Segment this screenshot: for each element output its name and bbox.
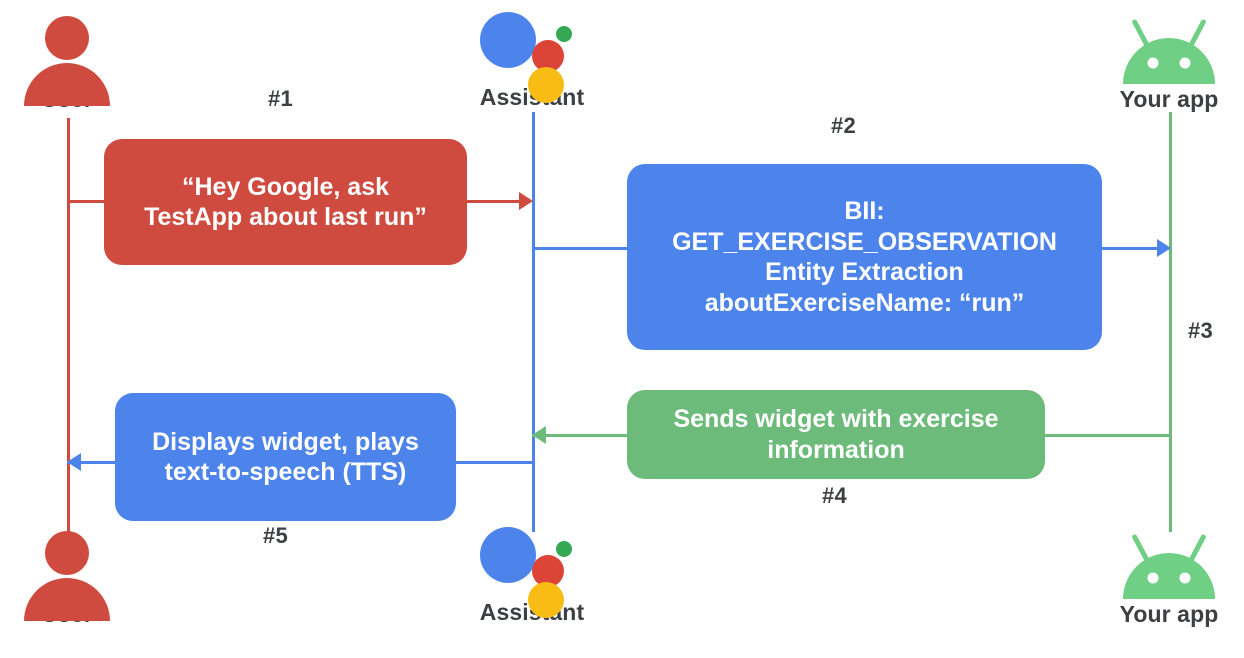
lifeline-assistant [532,112,535,532]
lifeline-user [67,118,70,538]
step-label-2: #2 [831,113,857,138]
message-2-line-3: Entity Extraction [765,258,964,286]
message-2-line-4: aboutExerciseName: “run” [704,288,1025,317]
actor-your-app-bottom: Your app [1089,521,1244,626]
message-5-line-1: Displays widget, plays [152,427,419,456]
message-box-2: BII: GET_EXERCISE_OBSERVATION Entity Ext… [627,164,1102,350]
message-4-line-1: Sends widget with exercise [673,405,999,433]
step-label-3: #3 [1188,318,1214,343]
google-assistant-icon [452,4,612,103]
message-5-line-2: text-to-speech (TTS) [164,458,407,486]
actor-assistant-bottom: Assistant [452,519,612,624]
arrow-head-5 [67,453,81,471]
actor-label-your-app-top: Your app [1119,86,1219,112]
step-label-5: #5 [263,523,289,548]
actor-assistant-top: Assistant [452,4,612,109]
android-icon [1123,19,1215,84]
arrow-head-1 [519,192,533,210]
arrow-head-4 [532,426,546,444]
step-label-1: #1 [268,86,294,111]
actor-user-bottom: User [0,521,147,626]
android-icon [1123,534,1215,599]
user-icon [0,6,147,106]
message-box-4: Sends widget with exercise information [627,390,1045,479]
message-4-line-2: information [767,435,905,464]
lifeline-your-app [1169,112,1172,532]
message-box-1: “Hey Google, ask TestApp about last run” [104,139,467,265]
message-box-5: Displays widget, plays text-to-speech (T… [115,393,456,521]
actor-label-your-app-bottom: Your app [1119,601,1219,627]
message-2-line-1: BII: [844,197,885,225]
step-label-4: #4 [822,483,848,508]
message-1-line-2: TestApp about last run” [144,203,427,231]
actor-your-app-top: Your app [1089,6,1244,111]
user-icon [0,521,147,621]
actor-user-top: User [0,6,147,111]
message-1-line-1: “Hey Google, ask [181,172,390,201]
message-2-line-2: GET_EXERCISE_OBSERVATION [672,227,1057,256]
arrow-head-2 [1157,239,1171,257]
google-assistant-icon [452,519,612,618]
